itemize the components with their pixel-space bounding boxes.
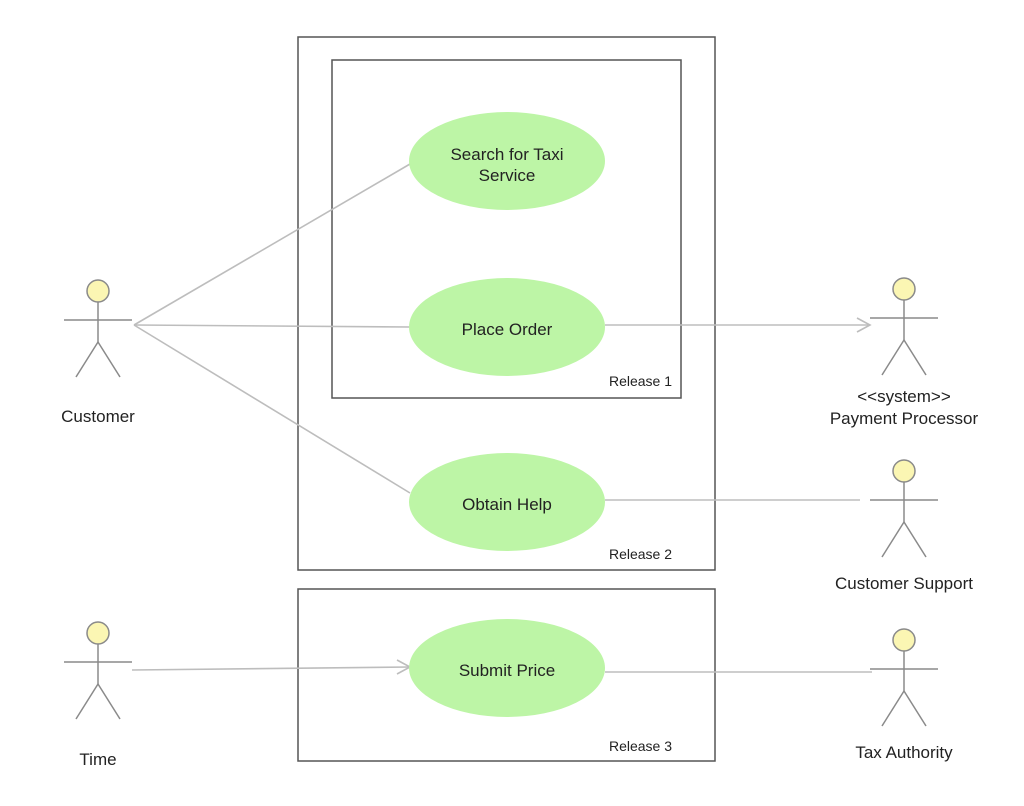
release-3-boundary [297, 588, 716, 762]
time-submit-price-association [131, 666, 411, 671]
actor-customer[interactable]: Customer [61, 279, 135, 426]
customer-obtain-help-association [133, 324, 411, 494]
use-case-ellipse [409, 453, 605, 551]
actor-label: Tax Authority [855, 743, 953, 762]
payment-arrowhead [856, 317, 872, 333]
actor-label: Customer [61, 407, 135, 426]
stick-figure-icon [64, 621, 132, 720]
actor-label: Payment Processor [830, 409, 979, 428]
release-2-boundary [297, 36, 716, 571]
use-case-obtain-help[interactable]: Obtain Help [409, 453, 605, 551]
customer-search-association [133, 163, 411, 326]
stick-figure-icon [870, 628, 938, 727]
stick-figure-icon [64, 279, 132, 378]
use-case-label: Submit Price [459, 661, 555, 680]
actor-customer-support[interactable]: Customer Support [835, 459, 973, 593]
use-case-ellipse [409, 278, 605, 376]
use-case-label: Obtain Help [462, 495, 552, 514]
release-3-label: Release 3 [609, 738, 672, 754]
actor-label: Customer Support [835, 574, 973, 593]
use-case-place-order[interactable]: Place Order [409, 278, 605, 376]
stick-figure-icon [870, 277, 938, 376]
release-1-boundary [331, 59, 682, 399]
actor-payment-processor[interactable]: <<system>> Payment Processor [830, 277, 979, 428]
use-case-label-line1: Search for Taxi [450, 145, 563, 164]
release-1-label: Release 1 [609, 373, 672, 389]
stick-figure-icon [870, 459, 938, 558]
use-case-ellipse [409, 112, 605, 210]
release-2-label: Release 2 [609, 546, 672, 562]
customer-place-order-association [133, 324, 411, 328]
actor-tax-authority[interactable]: Tax Authority [855, 628, 953, 762]
actor-label: Time [79, 750, 116, 769]
use-case-submit-price[interactable]: Submit Price [409, 619, 605, 717]
actor-stereotype: <<system>> [857, 387, 951, 406]
actor-time[interactable]: Time [64, 621, 132, 769]
use-case-label: Place Order [462, 320, 553, 339]
use-case-search-taxi[interactable]: Search for Taxi Service [409, 112, 605, 210]
use-case-ellipse [409, 619, 605, 717]
use-case-label-line2: Service [479, 166, 536, 185]
